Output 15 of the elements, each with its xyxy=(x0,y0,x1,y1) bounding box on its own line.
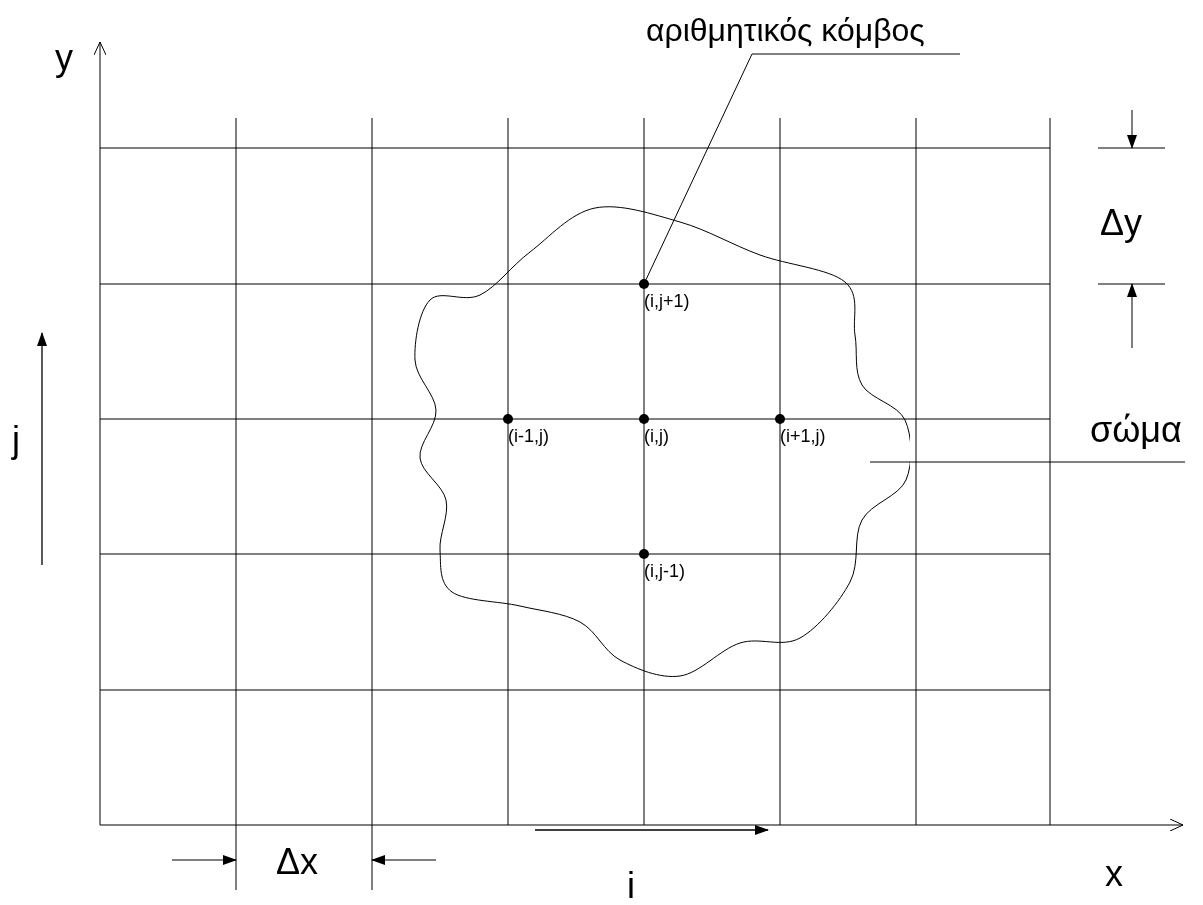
node-label: (i-1,j) xyxy=(508,427,549,445)
axis-label: x xyxy=(1105,856,1123,892)
leader-line xyxy=(645,53,961,280)
dimension-label: Δy xyxy=(1100,205,1143,241)
callout-label: σώμα xyxy=(1090,412,1182,448)
callout-label: αριθμητικός κόμβος xyxy=(646,14,925,46)
node-label: (i,j) xyxy=(644,427,669,445)
node-label: (i+1,j) xyxy=(780,427,826,445)
dimension-label: Δx xyxy=(276,844,319,880)
leader-line xyxy=(869,461,1186,463)
node-label: (i,j-1) xyxy=(644,562,685,580)
node-label: (i,j+1) xyxy=(644,292,690,310)
axis-label: y xyxy=(55,40,73,76)
direction-label: i xyxy=(627,868,635,904)
direction-label: j xyxy=(12,422,20,458)
